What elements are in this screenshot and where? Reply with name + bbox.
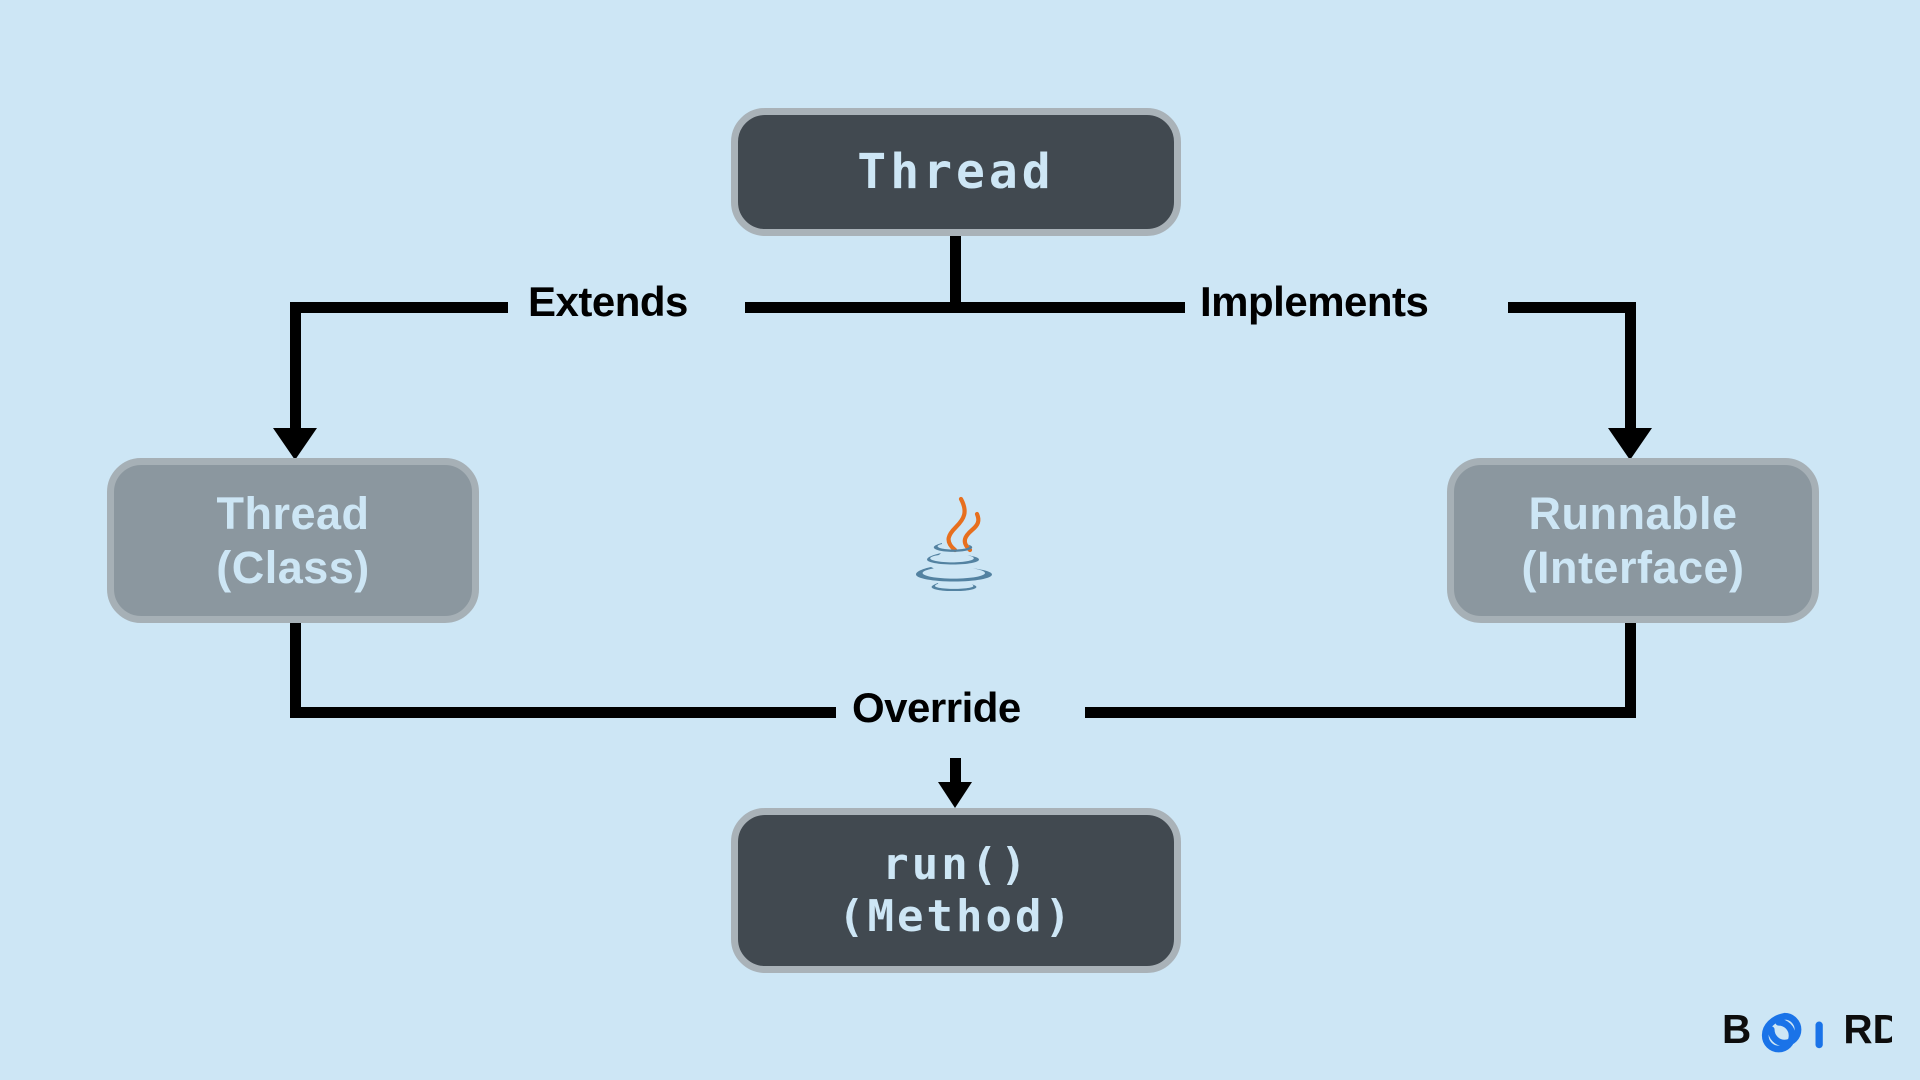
node-run-method-label-line1: run() [882, 838, 1030, 890]
edge-runnable-drop [1625, 623, 1636, 713]
board-logo-letters-rd: RD [1843, 1007, 1892, 1052]
edge-thread-class-drop [290, 623, 301, 713]
node-thread-root-label: Thread [857, 143, 1055, 200]
edge-bottom-bus-right [1085, 707, 1636, 718]
node-thread-class[interactable]: Thread (Class) [107, 458, 479, 623]
edge-override-stem [950, 758, 961, 790]
edge-top-bus-right [1508, 302, 1636, 313]
node-thread-class-label-line1: Thread [216, 488, 370, 540]
edge-top-bus-middle [745, 302, 1185, 313]
node-run-method[interactable]: run() (Method) [731, 808, 1181, 973]
node-runnable-label-line1: Runnable [1528, 488, 1738, 540]
node-thread-class-label-line2: (Class) [216, 541, 370, 593]
arrowhead-to-runnable-icon [1608, 428, 1652, 460]
node-runnable-interface[interactable]: Runnable (Interface) [1447, 458, 1819, 623]
board-logo-letter-b: B [1722, 1007, 1751, 1052]
edge-bottom-bus-left [290, 707, 836, 718]
edge-label-implements: Implements [1186, 281, 1443, 323]
java-logo-icon [908, 487, 1008, 592]
board-logo: B RD [1722, 1002, 1892, 1058]
arrowhead-to-run-method-icon [938, 782, 972, 808]
node-run-method-label-line2: (Method) [838, 890, 1074, 942]
node-runnable-label-line2: (Interface) [1521, 541, 1745, 593]
edge-implements-drop [1625, 302, 1636, 430]
arrowhead-to-thread-class-icon [273, 428, 317, 460]
node-thread-root[interactable]: Thread [731, 108, 1181, 236]
edge-extends-drop [290, 302, 301, 430]
edge-thread-root-stem [950, 236, 961, 308]
edge-top-bus-left [290, 302, 508, 313]
edge-label-extends: Extends [514, 281, 702, 323]
edge-label-override: Override [838, 687, 1035, 729]
board-logo-infinity-mark [1761, 1012, 1802, 1053]
